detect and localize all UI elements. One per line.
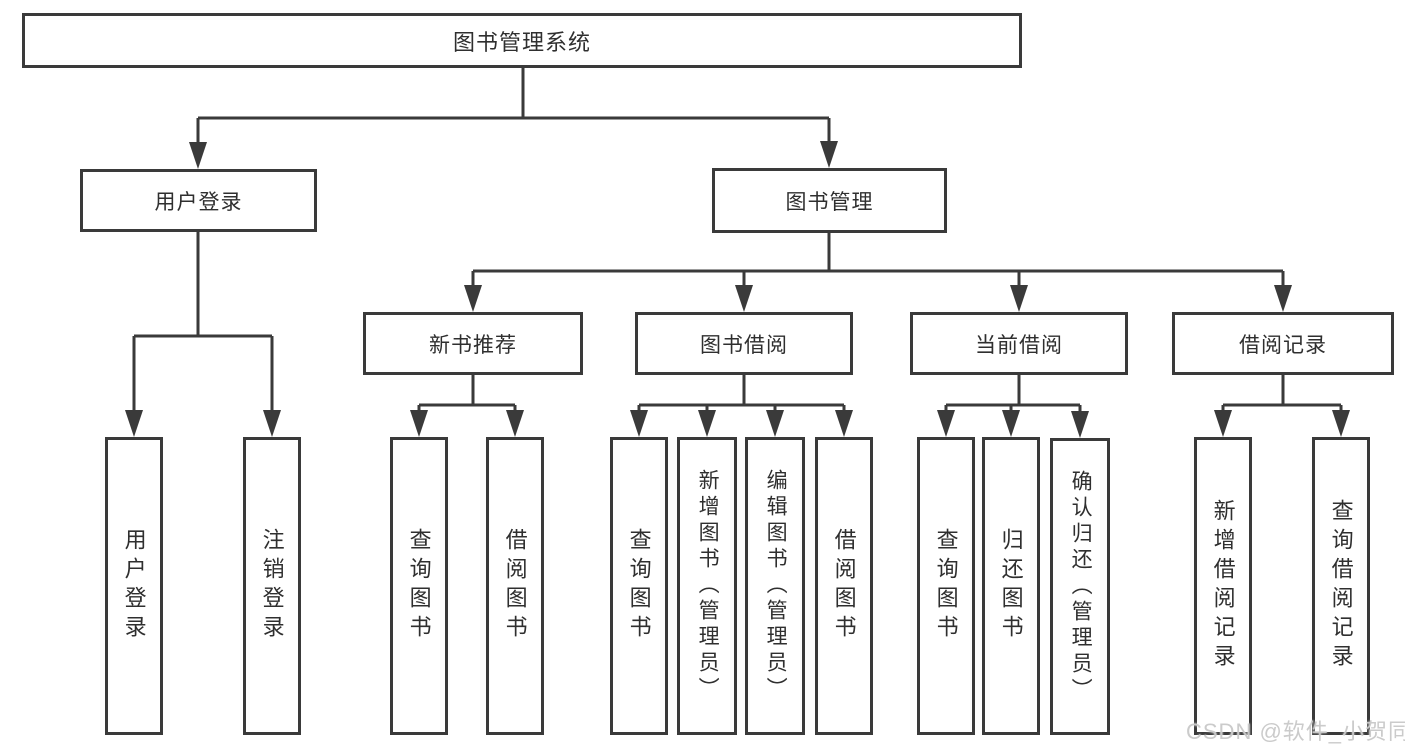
leaf-add-book-admin: 新增图书（管理员） <box>677 437 737 735</box>
leaf-borrowing-query-books: 查询图书 <box>610 437 668 735</box>
leaf-user-login: 用户登录 <box>105 437 163 735</box>
leaf-query-borrow-record: 查询借阅记录 <box>1312 437 1370 735</box>
node-label: 查询图书 <box>406 528 432 644</box>
leaf-confirm-return-admin: 确认归还（管理员） <box>1050 438 1110 735</box>
leaf-edit-book-admin: 编辑图书（管理员） <box>745 437 805 735</box>
node-label: 注销登录 <box>259 528 285 644</box>
node-label: 借阅记录 <box>1239 333 1327 357</box>
node-label: 新书推荐 <box>429 333 517 357</box>
node-label: 用户登录 <box>121 528 147 644</box>
node-borrowing-records: 借阅记录 <box>1172 312 1394 375</box>
leaf-recommend-borrow-books: 借阅图书 <box>486 437 544 735</box>
leaf-logout: 注销登录 <box>243 437 301 735</box>
node-label: 借阅图书 <box>831 528 857 644</box>
node-new-book-recommendation: 新书推荐 <box>363 312 583 375</box>
node-library-management-system: 图书管理系统 <box>22 13 1022 68</box>
node-label: 借阅图书 <box>502 528 528 644</box>
node-label: 用户登录 <box>154 190 243 214</box>
node-label: 查询借阅记录 <box>1328 499 1354 673</box>
node-label: 当前借阅 <box>975 333 1063 357</box>
node-label: 新增图书（管理员） <box>696 469 720 703</box>
node-book-borrowing: 图书借阅 <box>635 312 853 375</box>
leaf-add-borrow-record: 新增借阅记录 <box>1194 437 1252 735</box>
csdn-watermark: CSDN @软件_小贺同学 <box>1186 719 1405 744</box>
node-current-borrowing: 当前借阅 <box>910 312 1128 375</box>
node-label: 查询图书 <box>626 528 652 644</box>
node-label: 图书管理系统 <box>452 29 591 55</box>
node-label: 查询图书 <box>933 528 959 644</box>
node-label: 图书管理 <box>785 190 874 214</box>
node-book-management: 图书管理 <box>712 168 947 233</box>
node-label: 确认归还（管理员） <box>1069 469 1093 704</box>
node-user-login: 用户登录 <box>80 169 317 232</box>
leaf-return-books: 归还图书 <box>982 437 1040 735</box>
node-label: 编辑图书（管理员） <box>764 469 788 703</box>
node-label: 图书借阅 <box>700 333 788 357</box>
leaf-borrowing-borrow-books: 借阅图书 <box>815 437 873 735</box>
node-label: 新增借阅记录 <box>1210 499 1236 673</box>
leaf-recommend-query-books: 查询图书 <box>390 437 448 735</box>
leaf-current-query-books: 查询图书 <box>917 437 975 735</box>
node-label: 归还图书 <box>998 528 1024 644</box>
